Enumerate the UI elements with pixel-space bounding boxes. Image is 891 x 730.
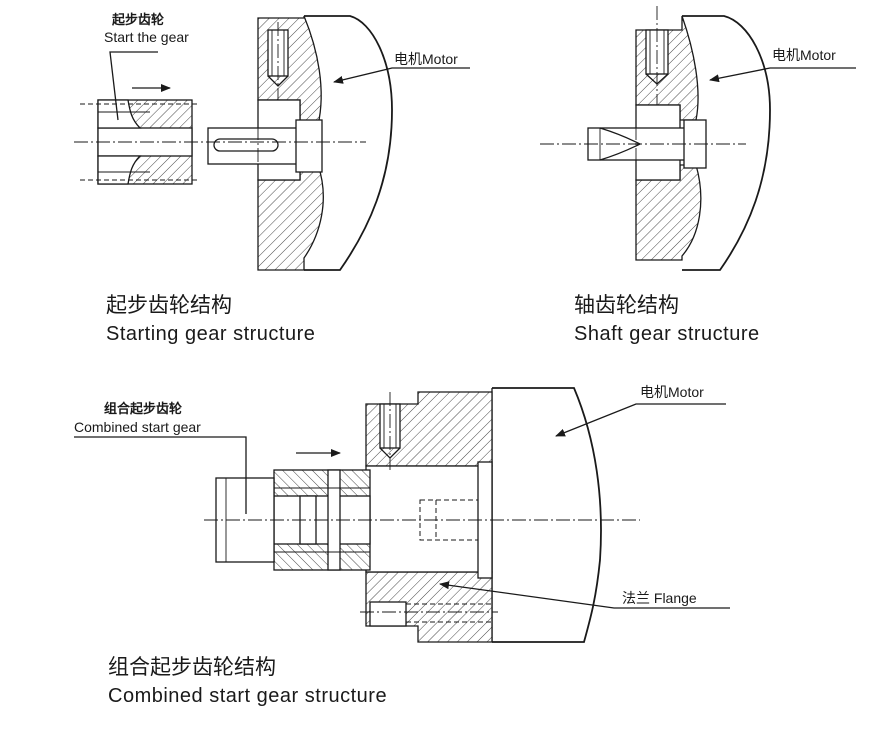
flange-leader bbox=[439, 581, 730, 609]
starting-gear-figure: 起步齿轮 Start the gear 电机Motor 起步齿轮结构 Start… bbox=[74, 12, 470, 345]
motor-leader-2 bbox=[709, 67, 856, 83]
caption-shaft-cn: 轴齿轮结构 bbox=[574, 293, 679, 317]
combined-callout-leader bbox=[74, 436, 247, 514]
motor-housing-outline-3 bbox=[492, 387, 602, 643]
start-gear-label-en: Start the gear bbox=[104, 29, 189, 45]
combined-gear-label-en: Combined start gear bbox=[74, 419, 201, 435]
shaft-gear-figure: 电机Motor 轴齿轮结构 Shaft gear structure bbox=[540, 6, 856, 345]
motor-housing-outline bbox=[304, 15, 393, 271]
motor-housing-outline-2 bbox=[682, 15, 771, 271]
motor-leader-3 bbox=[555, 403, 726, 437]
start-gear-label-cn: 起步齿轮 bbox=[111, 12, 164, 27]
combined-gear-figure: 组合起步齿轮 Combined start gear 电机Motor 法兰 Fl… bbox=[74, 384, 730, 707]
motor-label-1: 电机Motor bbox=[394, 51, 458, 67]
callout-leader bbox=[109, 51, 158, 121]
combined-gear-label-cn: 组合起步齿轮 bbox=[104, 401, 182, 416]
flange-label: 法兰 Flange bbox=[622, 590, 697, 606]
keyway bbox=[213, 138, 279, 152]
motor-label-2: 电机Motor bbox=[772, 47, 836, 63]
flange-body-lower bbox=[257, 164, 324, 271]
caption-starting-en: Starting gear structure bbox=[106, 323, 315, 345]
motor-shaft bbox=[207, 127, 305, 165]
motor-label-3: 电机Motor bbox=[640, 384, 704, 400]
caption-shaft-en: Shaft gear structure bbox=[574, 323, 760, 345]
caption-starting-cn: 起步齿轮结构 bbox=[106, 293, 232, 317]
caption-combined-cn: 组合起步齿轮结构 bbox=[108, 655, 276, 679]
caption-combined-en: Combined start gear structure bbox=[108, 685, 387, 707]
motor-leader bbox=[333, 67, 470, 84]
